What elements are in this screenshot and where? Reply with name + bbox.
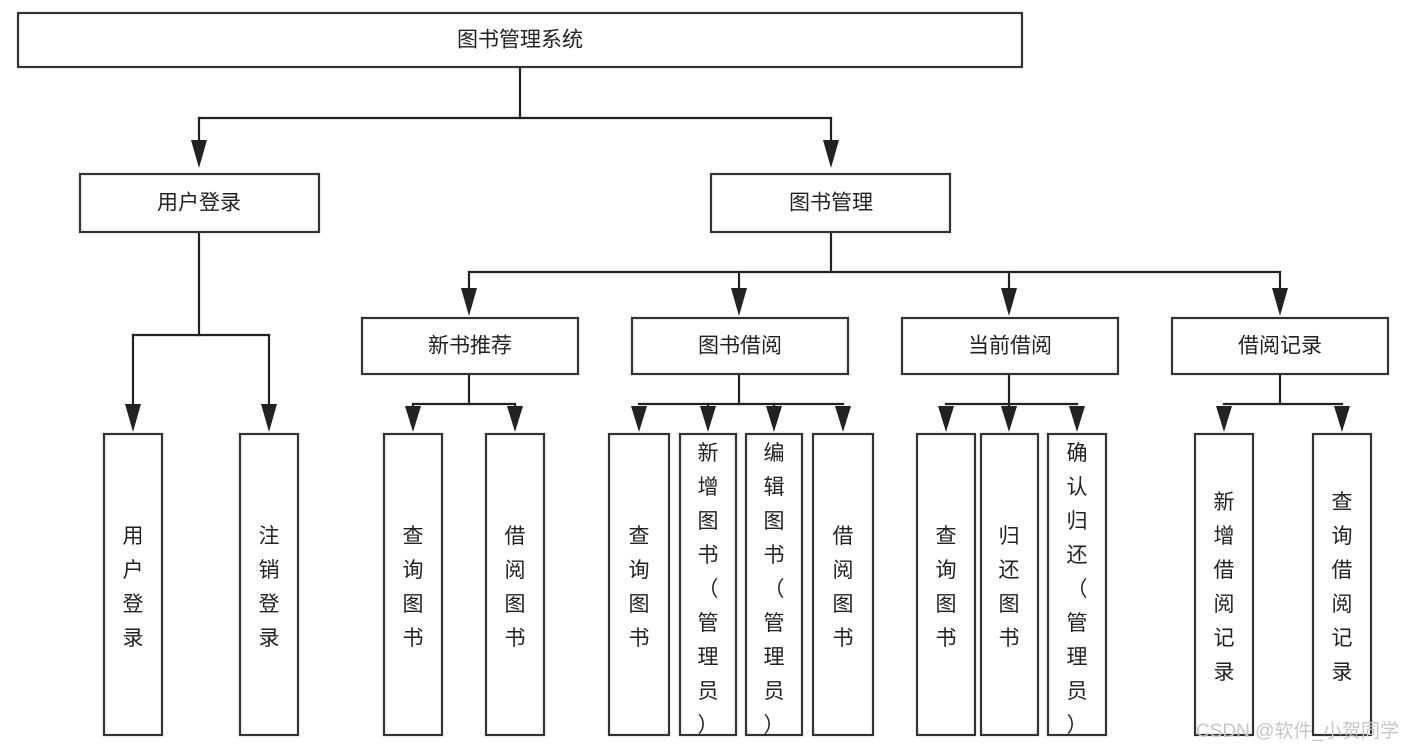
node-new-book-recommend[interactable]: 新书推荐 <box>360 316 580 376</box>
node-borrow-record-box[interactable] <box>1170 316 1390 376</box>
connector-group-root <box>191 65 839 168</box>
node-book-borrow[interactable]: 图书借阅 <box>630 316 850 376</box>
arrow-head-leaf-user-login <box>125 404 141 432</box>
node-leaf-confirm-return[interactable]: 确认归还（管理员） <box>1046 432 1108 737</box>
node-leaf-add-record-box[interactable] <box>1193 432 1255 737</box>
node-new-book-recommend-label: 新书推荐 <box>428 335 512 358</box>
node-leaf-query-book-2[interactable]: 查询图书 <box>607 432 671 737</box>
node-leaf-edit-book-label: 编辑图书（管理员） <box>764 442 785 737</box>
node-current-borrow-box[interactable] <box>900 316 1120 376</box>
node-leaf-logout-label: 注销登录 <box>259 525 280 650</box>
node-leaf-borrow-book-1-box[interactable] <box>484 432 546 737</box>
node-leaf-query-book-1-box[interactable] <box>382 432 444 737</box>
arrow-head-borrow-record <box>1272 288 1288 316</box>
node-user-login-label: 用户登录 <box>157 192 241 215</box>
node-user-login-box[interactable] <box>78 172 321 234</box>
arrow-head-leaf-query-book-3 <box>938 406 954 432</box>
arrow-head-leaf-return-book <box>1001 406 1017 432</box>
arrow-head-new-book-recommend <box>461 288 477 316</box>
node-leaf-return-book[interactable]: 归还图书 <box>979 432 1040 737</box>
node-leaf-return-book-box[interactable] <box>979 432 1040 737</box>
arrow-head-leaf-edit-book <box>766 406 782 432</box>
node-root-label: 图书管理系统 <box>457 29 583 52</box>
arrow-head-leaf-query-book-1 <box>405 406 421 432</box>
node-current-borrow-label: 当前借阅 <box>968 335 1052 358</box>
connector-group-new-book-recommend <box>405 372 523 432</box>
node-leaf-return-book-label: 归还图书 <box>999 525 1020 650</box>
node-leaf-user-login-label: 用户登录 <box>123 525 144 650</box>
node-leaf-borrow-book-2-label: 借阅图书 <box>833 525 854 650</box>
node-leaf-borrow-book-2-box[interactable] <box>811 432 875 737</box>
node-leaf-query-book-3[interactable]: 查询图书 <box>915 432 977 737</box>
arrow-head-leaf-confirm-return <box>1069 406 1085 432</box>
node-leaf-add-record[interactable]: 新增借阅记录 <box>1193 432 1255 737</box>
node-root-box[interactable] <box>16 11 1024 69</box>
node-leaf-query-book-3-box[interactable] <box>915 432 977 737</box>
node-root[interactable]: 图书管理系统 <box>16 11 1024 69</box>
node-leaf-edit-book-box[interactable] <box>744 432 804 737</box>
node-leaf-query-book-3-label: 查询图书 <box>936 525 957 650</box>
arrow-head-leaf-query-record <box>1334 406 1350 432</box>
node-book-borrow-box[interactable] <box>630 316 850 376</box>
node-leaf-confirm-return-box[interactable] <box>1046 432 1108 737</box>
node-leaf-confirm-return-label: 确认归还（管理员） <box>1067 442 1088 737</box>
node-borrow-record[interactable]: 借阅记录 <box>1170 316 1390 376</box>
node-leaf-user-login-box[interactable] <box>102 432 164 737</box>
arrow-head-leaf-borrow-book-2 <box>835 406 851 432</box>
arrow-head-user-login <box>191 140 207 168</box>
connector-group-current-borrow <box>938 372 1085 432</box>
connector-group-borrow-record <box>1216 372 1350 432</box>
node-leaf-borrow-book-1[interactable]: 借阅图书 <box>484 432 546 737</box>
node-book-borrow-label: 图书借阅 <box>698 335 782 358</box>
arrow-head-leaf-add-book <box>700 406 716 432</box>
node-user-login[interactable]: 用户登录 <box>78 172 321 234</box>
arrow-head-leaf-logout <box>261 404 277 432</box>
connector-group-book-borrow <box>631 372 851 432</box>
node-leaf-query-record[interactable]: 查询借阅记录 <box>1311 432 1373 737</box>
connector-group-user-login <box>125 232 277 432</box>
node-leaf-logout[interactable]: 注销登录 <box>238 432 300 737</box>
node-leaf-borrow-book-1-label: 借阅图书 <box>505 525 526 650</box>
node-leaf-logout-box[interactable] <box>238 432 300 737</box>
node-leaf-add-book[interactable]: 新增图书（管理员） <box>678 432 738 737</box>
node-leaf-query-book-1[interactable]: 查询图书 <box>382 432 444 737</box>
node-book-management-box[interactable] <box>709 172 952 234</box>
node-leaf-add-book-label: 新增图书（管理员） <box>698 442 719 737</box>
arrow-head-leaf-add-record <box>1216 406 1232 432</box>
node-current-borrow[interactable]: 当前借阅 <box>900 316 1120 376</box>
node-leaf-add-book-box[interactable] <box>678 432 738 737</box>
node-leaf-query-book-2-box[interactable] <box>607 432 671 737</box>
arrow-head-book-management <box>823 140 839 168</box>
node-book-management-label: 图书管理 <box>789 192 873 215</box>
arrow-head-book-borrow <box>731 288 747 316</box>
node-leaf-query-record-box[interactable] <box>1311 432 1373 737</box>
arrow-head-leaf-query-book-2 <box>631 406 647 432</box>
node-leaf-add-record-label: 新增借阅记录 <box>1214 491 1235 684</box>
node-leaf-borrow-book-2[interactable]: 借阅图书 <box>811 432 875 737</box>
node-book-management[interactable]: 图书管理 <box>709 172 952 234</box>
node-leaf-query-book-1-label: 查询图书 <box>403 525 424 650</box>
node-new-book-recommend-box[interactable] <box>360 316 580 376</box>
node-leaf-user-login[interactable]: 用户登录 <box>102 432 164 737</box>
arrow-head-leaf-borrow-book-1 <box>507 406 523 432</box>
node-leaf-query-book-2-label: 查询图书 <box>629 525 650 650</box>
arrow-head-current-borrow <box>1001 288 1017 316</box>
connector-group-book-management <box>461 232 1288 316</box>
csdn-watermark: CSDN @软件_小贺同学 <box>1196 721 1399 742</box>
node-leaf-query-record-label: 查询借阅记录 <box>1332 491 1353 684</box>
node-leaf-edit-book[interactable]: 编辑图书（管理员） <box>744 432 804 737</box>
node-borrow-record-label: 借阅记录 <box>1238 335 1322 358</box>
